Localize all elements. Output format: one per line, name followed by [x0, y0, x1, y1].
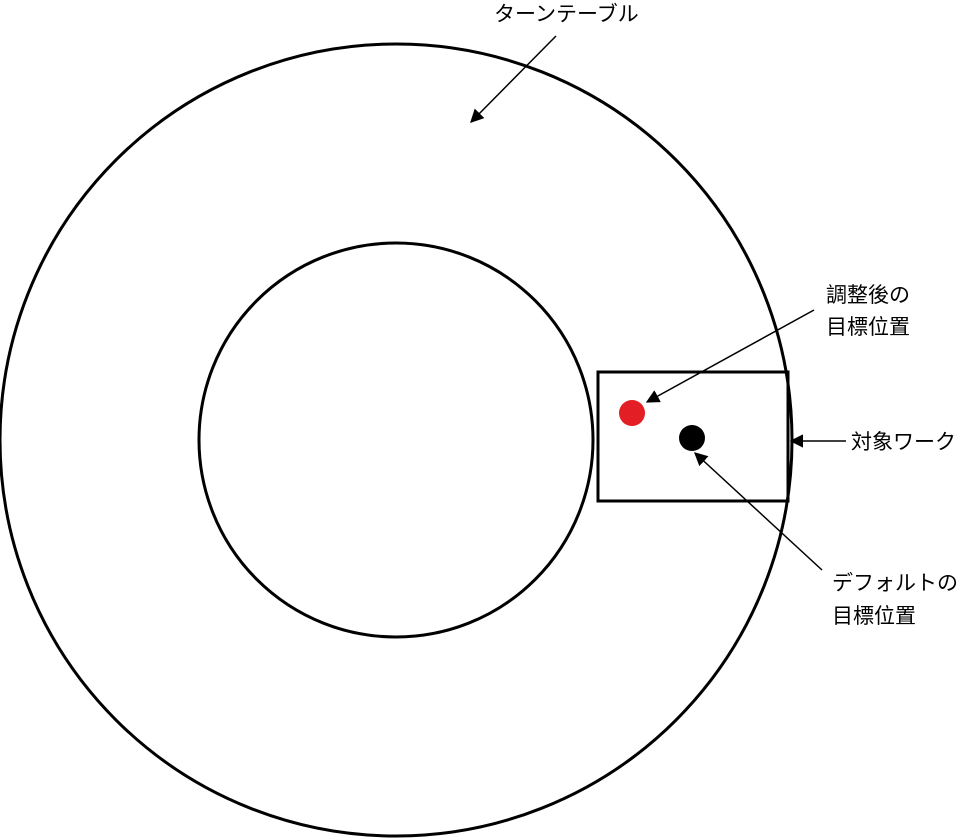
- turntable-arrow: [470, 35, 557, 123]
- default-target-point: [679, 425, 705, 451]
- target-work-rect: [596, 370, 790, 503]
- default-target-label-line1: デフォルトの: [832, 571, 958, 595]
- turntable-label: ターンテーブル: [494, 2, 639, 26]
- adjusted-target-arrow: [645, 309, 815, 403]
- default-target-arrow: [694, 452, 823, 571]
- turntable-inner-circle: [197, 241, 595, 639]
- adjusted-target-label-line2: 目標位置: [826, 315, 910, 339]
- adjusted-target-point: [619, 400, 645, 426]
- adjusted-target-label-line1: 調整後の: [826, 283, 910, 307]
- target-work-label: 対象ワーク: [851, 430, 956, 454]
- turntable-outer-circle: [0, 42, 794, 838]
- default-target-label-line2: 目標位置: [832, 604, 916, 628]
